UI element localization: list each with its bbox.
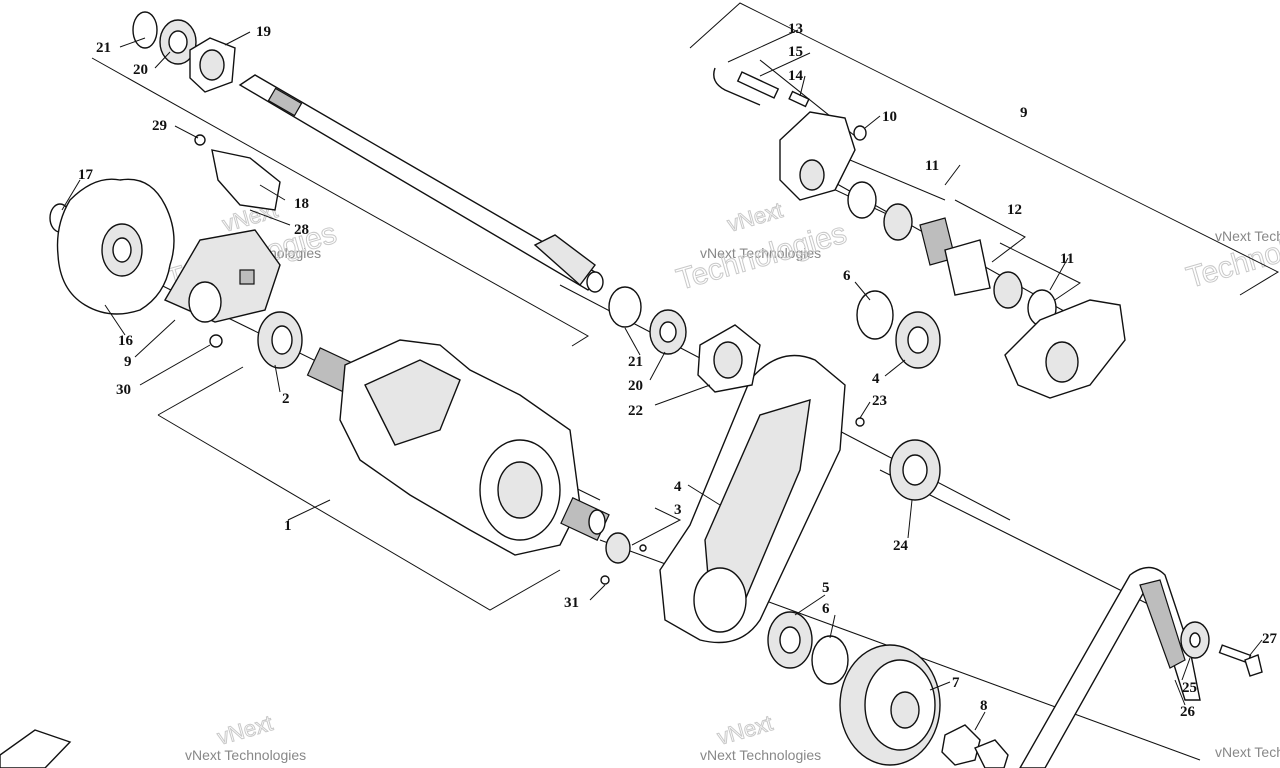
callout-12: 12: [1007, 202, 1022, 218]
callout-9-left: 9: [124, 354, 132, 370]
chain-case-cover: [659, 354, 846, 644]
drive-chain: [1019, 566, 1201, 768]
callout-25: 25: [1182, 680, 1197, 696]
callout-21-top: 21: [96, 40, 111, 56]
watermark-brand-4: Technologies: [673, 217, 850, 297]
callout-9-right: 9: [1020, 105, 1028, 121]
callout-5-top: 4: [872, 371, 880, 387]
top-bearing-assembly: [132, 11, 236, 93]
axle-shaft: [238, 74, 604, 293]
callout-16: 16: [118, 333, 134, 349]
callout-4: 4: [674, 479, 682, 495]
upper-bearing-set: [608, 286, 761, 393]
watermark-company-3: vNext Technologies: [1215, 228, 1280, 244]
main-drive-housing: [306, 339, 610, 556]
assembly-axis-lines: [129, 59, 1201, 761]
watermark-brand-3: vNext: [724, 197, 785, 237]
corner-stamp-graphic: [0, 729, 72, 768]
watermark-brand-6: vNext: [214, 710, 275, 750]
callout-11-top: 11: [925, 158, 939, 174]
callout-13: 13: [788, 21, 803, 37]
callout-23: 23: [872, 393, 887, 409]
callout-1: 1: [284, 518, 292, 534]
watermark-company-4: vNext Technologies: [185, 747, 306, 763]
callout-22: 22: [628, 403, 643, 419]
callout-24: 24: [893, 538, 909, 554]
drive-sprocket: [49, 178, 175, 315]
watermark-brand-5: Technologies: [1183, 215, 1280, 295]
callout-2: 2: [282, 391, 290, 407]
lock-nuts: [941, 724, 1009, 768]
callout-6-top: 6: [843, 268, 851, 284]
washer-bolt: [1180, 621, 1263, 677]
callout-26: 26: [1180, 704, 1196, 720]
callout-15: 15: [788, 44, 803, 60]
callout-29: 29: [152, 118, 167, 134]
callout-21-mid: 21: [628, 354, 643, 370]
callout-27: 27: [1262, 631, 1278, 647]
callout-5-bottom: 5: [822, 580, 830, 596]
callout-6-bottom: 6: [822, 601, 830, 617]
watermark-company-2: vNext Technologies: [700, 245, 821, 261]
upper-sprocket: [855, 417, 941, 501]
callout-19: 19: [256, 24, 271, 40]
callout-20-mid: 20: [628, 378, 643, 394]
callout-18: 18: [294, 196, 309, 212]
callout-20-top: 20: [133, 62, 148, 78]
callout-10: 10: [882, 109, 897, 125]
retainer-assembly: [600, 532, 647, 585]
callout-31: 31: [564, 595, 579, 611]
callout-7: 7: [952, 675, 960, 691]
caliper-outer-half: [856, 290, 1126, 399]
leader-lines: [61, 29, 1263, 731]
watermark-company-5: vNext Technologies: [700, 747, 821, 763]
left-housing: [164, 134, 281, 348]
seal: [257, 311, 303, 369]
callout-3: 3: [674, 502, 682, 518]
watermark-company-6: vNext Technologies: [1215, 744, 1280, 760]
callout-17: 17: [78, 167, 94, 183]
brake-caliper: [713, 67, 867, 201]
part-callouts: 21 20 19 29 17 18 28 16 9 30 2 1 13 15 1…: [78, 21, 1278, 720]
callout-28: 28: [294, 222, 309, 238]
callout-30: 30: [116, 382, 131, 398]
watermark-brand-7: vNext: [714, 710, 775, 750]
callout-14: 14: [788, 68, 804, 84]
callout-8: 8: [980, 698, 988, 714]
lower-gear: [839, 644, 941, 766]
callout-11-bottom: 11: [1060, 251, 1074, 267]
lower-bearing-set: [767, 611, 849, 685]
